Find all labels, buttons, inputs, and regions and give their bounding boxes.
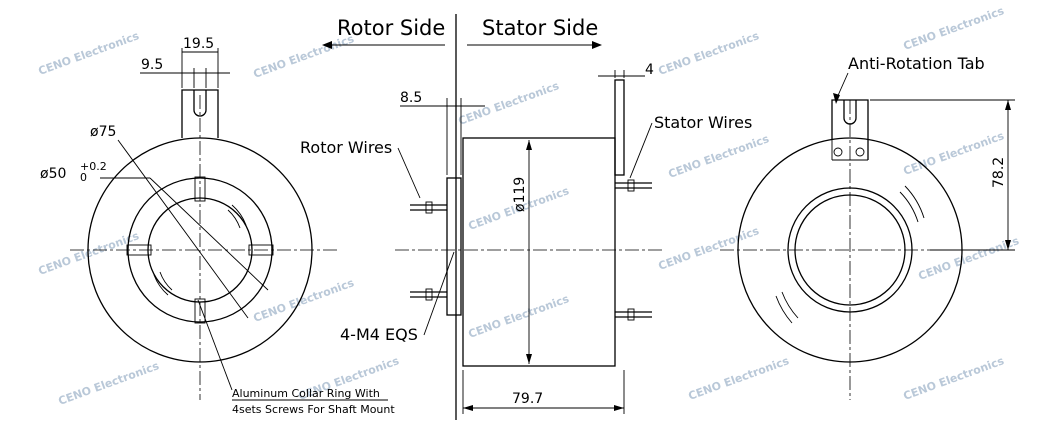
- dim-bore-diameter: ø50: [40, 166, 66, 182]
- right-bore-inner: [794, 194, 906, 306]
- rotor-side-arrowhead: [322, 41, 332, 49]
- right-tab-slot: [843, 100, 857, 125]
- stator-wires-label: Stator Wires: [654, 113, 752, 132]
- dim-78.2-arrow-bottom: [1005, 240, 1011, 250]
- left-anti-rotation-tab: [181, 89, 219, 138]
- collar-screw-bottom: [194, 298, 206, 324]
- rotor-flange: [446, 177, 462, 316]
- dim-bore-tol-lower: 0: [80, 171, 87, 184]
- stator-arc-slot-1: [899, 191, 919, 223]
- dim-outer-diameter: ø75: [90, 124, 116, 140]
- dim-flange-thickness: 8.5: [400, 90, 422, 106]
- watermark-16: CENO Electronics: [687, 354, 792, 403]
- left-bore-circle: [147, 197, 253, 303]
- watermark-17: CENO Electronics: [902, 354, 1007, 403]
- watermark-1: CENO Electronics: [37, 29, 142, 78]
- watermark-4: CENO Electronics: [657, 29, 762, 78]
- watermark-9: CENO Electronics: [467, 292, 572, 341]
- collar-arc-slot-2b: [159, 271, 173, 291]
- anti-rotation-tab-label: Anti-Rotation Tab: [848, 54, 985, 73]
- right-bore-outer: [787, 187, 913, 313]
- stator-wire-sleeve-1: [627, 179, 635, 192]
- stator-arc-slot-1b: [904, 185, 925, 219]
- dim-bore-tol-upper: +0.2: [80, 160, 107, 173]
- left-outer-circle: [87, 137, 313, 363]
- stator-arc-slot-2: [781, 291, 799, 319]
- left-collar-circle: [127, 177, 273, 323]
- dim-body-length: 79.7: [512, 391, 543, 407]
- stator-wire-sleeve-2: [627, 308, 635, 321]
- dim-78.2-arrow-top: [1005, 100, 1011, 110]
- stator-side-arrowhead: [592, 41, 602, 49]
- dim-119-arrow-bottom: [526, 354, 532, 364]
- dim-119-arrow-top: [526, 140, 532, 150]
- stator-arc-slot-2b: [775, 295, 793, 324]
- rotor-wires-label: Rotor Wires: [300, 138, 392, 157]
- collar-note-line1: Aluminum Collar Ring With: [232, 387, 380, 400]
- dim-body-diameter: ø119: [512, 177, 528, 212]
- watermark-7: CENO Electronics: [252, 276, 357, 325]
- stator-wires-leader: [629, 122, 653, 179]
- dim-79.7-arrow-left: [463, 405, 473, 411]
- dim-tab-slot: 9.5: [141, 57, 163, 73]
- collar-screw-top: [194, 176, 206, 202]
- tab-screw-right: [855, 147, 865, 157]
- collar-arc-slot-2: [153, 274, 169, 296]
- watermark-3: CENO Electronics: [457, 79, 562, 128]
- watermark-5: CENO Electronics: [902, 4, 1007, 53]
- rotor-wire-sleeve-2: [425, 288, 433, 301]
- watermark-10: CENO Electronics: [667, 132, 772, 181]
- collar-note-leader: [197, 299, 233, 391]
- collar-screw-left: [126, 244, 152, 256]
- stator-face-view: Anti-Rotation Tab 78.2: [720, 54, 1015, 400]
- collar-note-line2: 4sets Screws For Shaft Mount: [232, 403, 395, 416]
- anti-rotation-tab-arrow: [833, 93, 840, 104]
- dim-tab-thickness: 4: [645, 62, 654, 78]
- watermark-11: CENO Electronics: [657, 224, 762, 273]
- rotor-side-heading: Rotor Side: [337, 16, 445, 40]
- stator-side-heading: Stator Side: [482, 16, 598, 40]
- rotor-face-view: 19.5 9.5 ø75 ø50 +0.2 0 Aluminum Collar …: [40, 36, 395, 416]
- stator-tab: [614, 79, 625, 176]
- collar-arc-slot-1: [231, 204, 247, 226]
- dim-tab-width: 19.5: [183, 36, 214, 52]
- collar-screw-right: [248, 244, 274, 256]
- watermark-14: CENO Electronics: [57, 359, 162, 408]
- dim-79.7-arrow-right: [614, 405, 624, 411]
- side-view: Rotor Wires Stator Wires 4-M4 EQS 8.5 4 …: [300, 62, 752, 414]
- side-headings: Rotor Side Stator Side: [322, 14, 602, 420]
- dim-50-leader: [149, 177, 269, 291]
- dim-75-leader: [117, 139, 249, 319]
- left-tab-slot: [193, 90, 207, 117]
- collar-arc-slot-1b: [227, 209, 241, 229]
- rotor-wire-sleeve-1: [425, 201, 433, 214]
- dim-tab-height: 78.2: [991, 157, 1007, 188]
- screws-leader: [423, 251, 455, 336]
- right-anti-rotation-tab: [831, 99, 869, 160]
- slip-ring-body: [462, 137, 616, 367]
- tab-screw-left: [833, 147, 843, 157]
- screws-label: 4-M4 EQS: [340, 325, 418, 344]
- rotor-wires-leader: [397, 147, 421, 199]
